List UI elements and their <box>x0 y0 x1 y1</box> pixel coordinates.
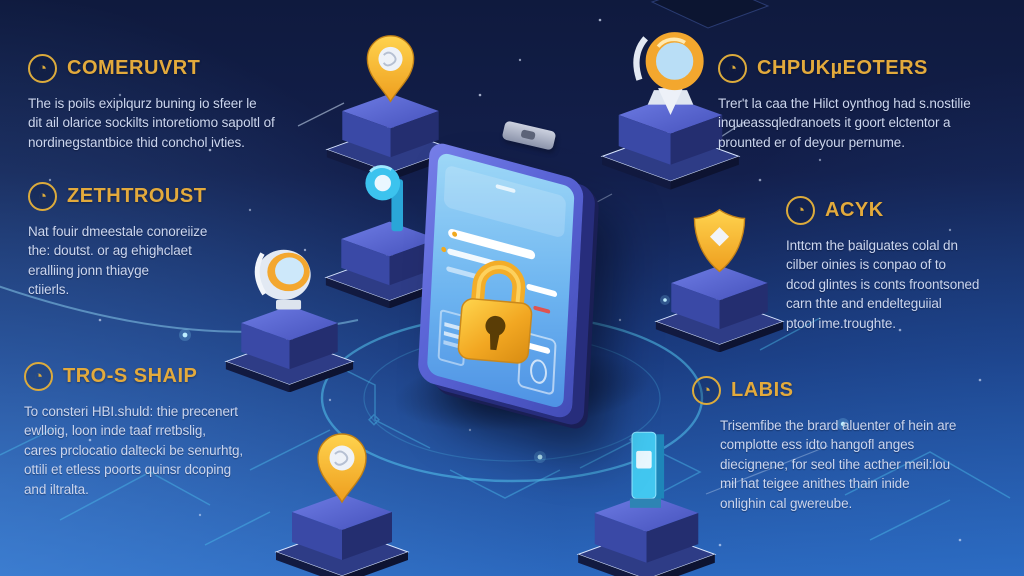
info-block-zethtroust: ◔ ZETHTROUST Nat fouir dmeestale conorei… <box>28 182 288 300</box>
block-heading: ACYK <box>825 199 884 221</box>
gold-badge-icon: ◔ <box>28 54 57 83</box>
gold-badge-icon: ◔ <box>24 362 53 391</box>
info-block-comeruvrt: ◔ COMERUVRT The is poils exiplqurz bunin… <box>28 54 348 152</box>
block-heading: TRO-S SHAIP <box>63 365 198 387</box>
info-block-tros-shaip: ◔ TRO-S SHAIP To consteri HBI.shuld: thi… <box>24 362 344 499</box>
gold-shield-icon <box>654 208 785 353</box>
gold-badge-icon: ◔ <box>692 376 721 405</box>
block-heading: LABIS <box>731 379 794 401</box>
block-body-text: Nat fouir dmeestale conoreiize the: dout… <box>28 224 208 298</box>
info-block-chpukueoters: ◔ CHPUKµEOTERS Trer't la caa the Hilct o… <box>718 54 1024 152</box>
block-heading: CHPUKµEOTERS <box>757 57 928 79</box>
padlock-icon <box>457 260 533 364</box>
block-body-text: To consteri HBI.shuld: thie precenert ew… <box>24 404 244 497</box>
block-heading: COMERUVRT <box>67 57 201 79</box>
gold-badge-icon: ◔ <box>28 182 57 211</box>
gold-badge-icon: ◔ <box>718 54 747 83</box>
info-block-acyk: ◔ ACYK Inttcm the bailguates colal dn ci… <box>786 196 1024 333</box>
block-body-text: Trisemfibe the brard aluenter of hein ar… <box>720 418 957 511</box>
block-body-text: Inttcm the bailguates colal dn cilber oi… <box>786 238 980 331</box>
info-block-labis: ◔ LABIS Trisemfibe the brard aluenter of… <box>692 376 1024 513</box>
block-body-text: The is poils exiplqurz buning io sfeer l… <box>28 96 275 150</box>
pedestal-mid-right <box>652 202 787 357</box>
block-body-text: Trer't la caa the Hilct oynthog had s.no… <box>718 96 971 150</box>
screen-header-bar <box>443 164 566 239</box>
block-heading: ZETHTROUST <box>67 185 207 207</box>
gold-badge-icon: ◔ <box>786 196 815 225</box>
